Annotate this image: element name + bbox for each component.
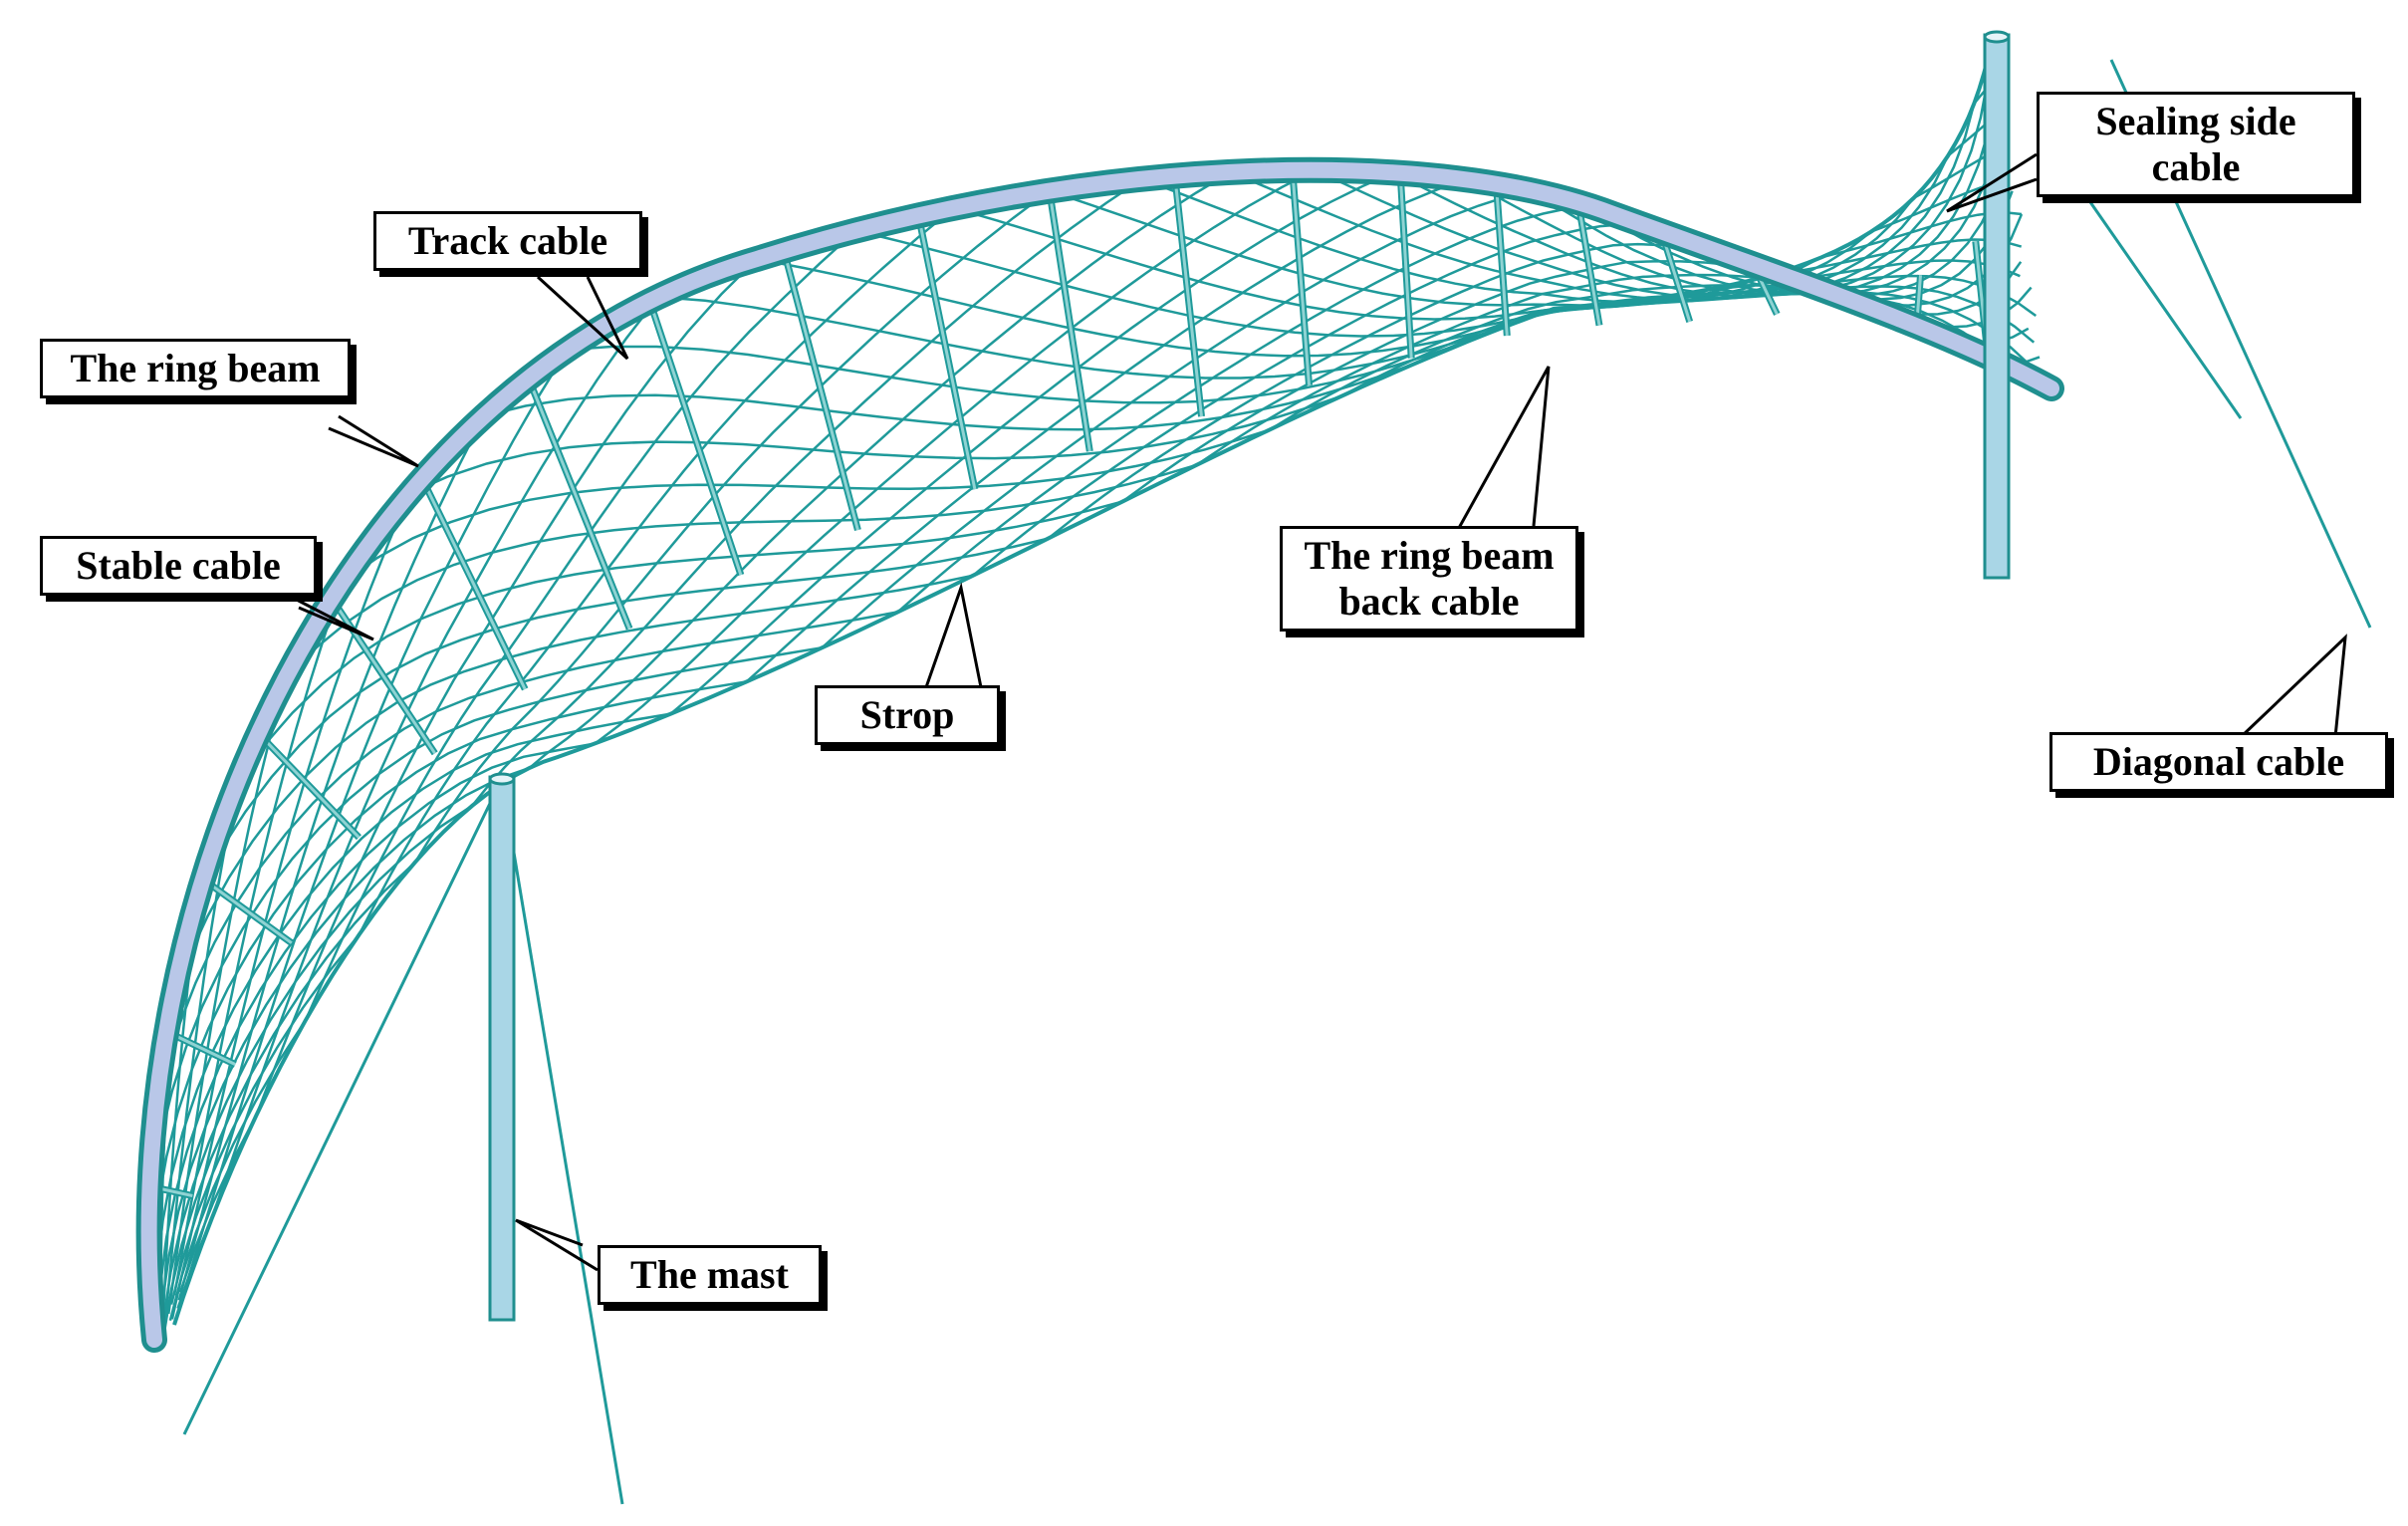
leader-lines <box>288 152 2347 1272</box>
stable-cable-label: Stable cable <box>40 536 317 596</box>
mast-rear <box>1983 30 2011 580</box>
ring-beam-label: The ring beam <box>40 339 351 398</box>
ring-beam-highlight <box>140 161 2059 1348</box>
track-cable-label: Track cable <box>373 211 642 271</box>
strop-label: Strop <box>815 685 1000 745</box>
mast-front <box>488 772 516 1322</box>
sealing-side-cable-label: Sealing side cable <box>2037 92 2355 197</box>
ring-beam-back-cables <box>148 169 1992 1199</box>
ring-beam <box>135 156 2064 1353</box>
ring-beam-back-cable-label: The ring beam back cable <box>1280 526 1578 632</box>
mast-label: The mast <box>598 1245 822 1305</box>
diagonal-cable-label: Diagonal cable <box>2049 732 2388 792</box>
